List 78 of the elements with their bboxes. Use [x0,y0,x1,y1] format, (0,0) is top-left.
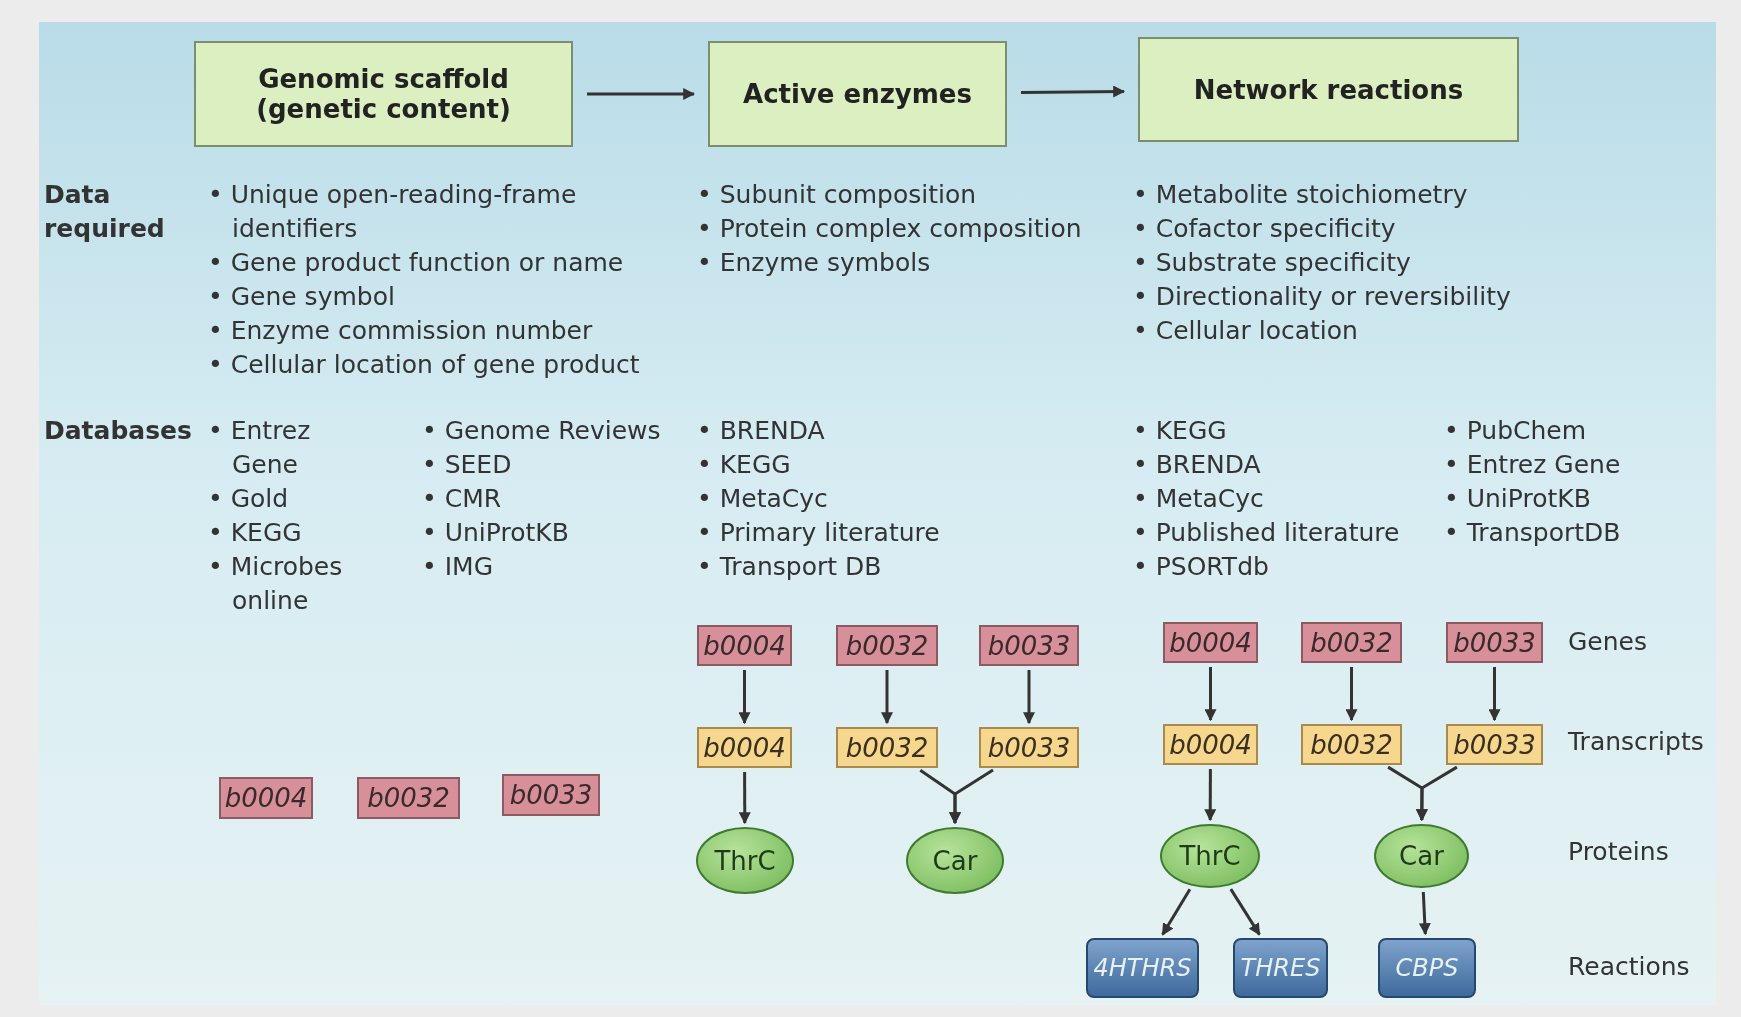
process-box: Network reactions [1138,37,1519,142]
bullet-item: • Gold [208,483,290,515]
bullet-item: • Enzyme symbols [697,247,932,279]
bullet-item: • Gene product function or name [208,247,625,279]
bullet-item: • KEGG [1133,415,1228,447]
transcript-box: b0004 [697,727,792,768]
arrow [1023,670,1035,725]
arrow [1229,888,1261,936]
bullet-item: • Enzyme commission number [208,315,594,347]
arrow [1204,667,1217,722]
gene-box: b0004 [697,625,792,666]
bullet-item: • Unique open-reading-frame identifiers [208,179,578,245]
bullet-item: • KEGG [697,449,792,481]
gene-box: b0032 [836,625,938,666]
row-heading: Databases [44,415,193,447]
bullet-item: • BRENDA [697,415,826,447]
arrow [1418,891,1431,936]
arrow [1161,888,1192,936]
arrow [1345,667,1358,722]
arrow [738,670,751,725]
arrow [949,768,994,825]
bullet-item: • TransportDB [1444,517,1622,549]
bullet-item: • Cellular location of gene product [208,349,641,381]
reaction-box: 4HTHRS [1086,938,1199,998]
bullet-item: • UniProtKB [422,517,570,549]
bullet-item: • Genome Reviews [422,415,662,447]
bullet-item: • Cofactor specificity [1133,213,1397,245]
bullet-item: • BRENDA [1133,449,1262,481]
arrow [1204,769,1217,822]
process-box: Genomic scaffold (genetic content) [194,41,573,147]
bullet-item: • Entrez Gene [1444,449,1622,481]
arrow [1415,765,1458,822]
transcript-box: b0004 [1163,724,1258,765]
level-label: Transcripts [1568,726,1705,758]
bullet-item: • Primary literature [697,517,941,549]
gene-box: b0033 [502,774,600,816]
bullet-item: • Protein complex composition [697,213,1083,245]
bullet-item: • Subunit composition [697,179,978,211]
level-label: Proteins [1568,836,1670,868]
reaction-box: THRES [1233,938,1328,998]
bullet-item: • Gene symbol [208,281,396,313]
transcript-box: b0032 [836,727,938,768]
arrow [1488,667,1501,722]
gene-box: b0004 [1163,622,1258,663]
gene-box: b0033 [1446,622,1543,663]
bullet-item: • Microbes online [208,551,344,617]
bullet-item: • KEGG [208,517,303,549]
bullet-item: • Cellular location [1133,315,1359,347]
transcript-box: b0033 [1446,724,1543,765]
bullet-item: • Entrez Gene [208,415,312,481]
bullet-item: • Transport DB [697,551,883,583]
reaction-box: CBPS [1378,938,1476,998]
bullet-item: • CMR [422,483,503,515]
arrow [881,670,893,725]
transcript-box: b0033 [979,727,1079,768]
gene-box: b0032 [1301,622,1402,663]
arrow [738,772,751,825]
process-box: Active enzymes [708,41,1007,147]
level-label: Reactions [1568,951,1691,983]
bullet-item: • Metabolite stoichiometry [1133,179,1469,211]
bullet-item: • MetaCyc [697,483,829,515]
bullet-item: • SEED [422,449,513,481]
bullet-item: • MetaCyc [1133,483,1265,515]
bullet-item: • PubChem [1444,415,1588,447]
row-heading: Data required [44,179,166,245]
level-label: Genes [1568,626,1648,658]
transcript-box: b0032 [1301,724,1402,765]
bullet-item: • IMG [422,551,494,583]
bullet-item: • PSORTdb [1133,551,1270,583]
gene-box: b0033 [979,625,1079,666]
gene-box: b0004 [219,777,313,819]
bullet-item: • Published literature [1133,517,1401,549]
arrow [587,88,696,100]
gene-box: b0032 [357,777,460,819]
bullet-item: • UniProtKB [1444,483,1592,515]
bullet-item: • Directionality or reversibility [1133,281,1512,313]
bullet-item: • Substrate specificity [1133,247,1412,279]
arrow [1021,85,1126,98]
